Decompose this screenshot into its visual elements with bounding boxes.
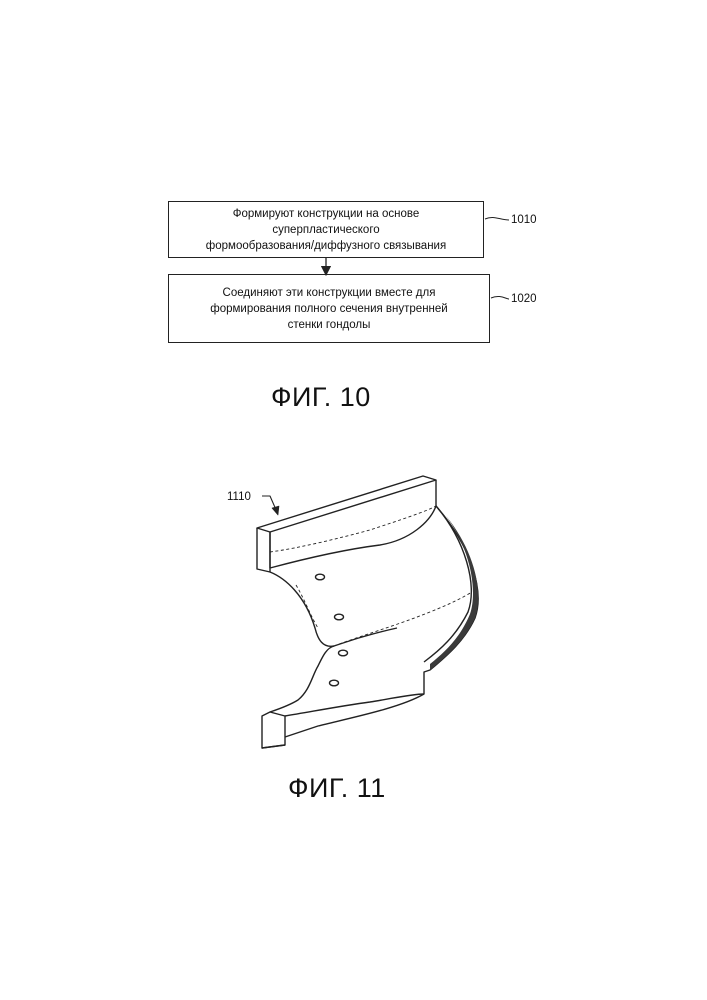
ref-leader-arrowhead <box>272 506 279 515</box>
mounting-hole-2 <box>335 614 344 620</box>
mounting-hole-4 <box>330 680 339 686</box>
wall-outer-edge <box>270 572 397 646</box>
wall-inner-curve <box>424 506 471 662</box>
top-flange <box>257 476 436 532</box>
bottom-flange <box>262 712 285 748</box>
seam-line-upper <box>270 506 436 552</box>
wall-body-left <box>270 506 436 568</box>
cutout-notch <box>270 646 334 712</box>
top-flange-front <box>257 528 270 572</box>
seam-line-left <box>296 585 318 628</box>
figure11-caption: ФИГ. 11 <box>288 773 386 804</box>
bottom-flange-edge <box>262 745 285 748</box>
bottom-flange-top <box>285 694 424 716</box>
mounting-hole-1 <box>316 574 325 580</box>
mounting-hole-3 <box>339 650 348 656</box>
